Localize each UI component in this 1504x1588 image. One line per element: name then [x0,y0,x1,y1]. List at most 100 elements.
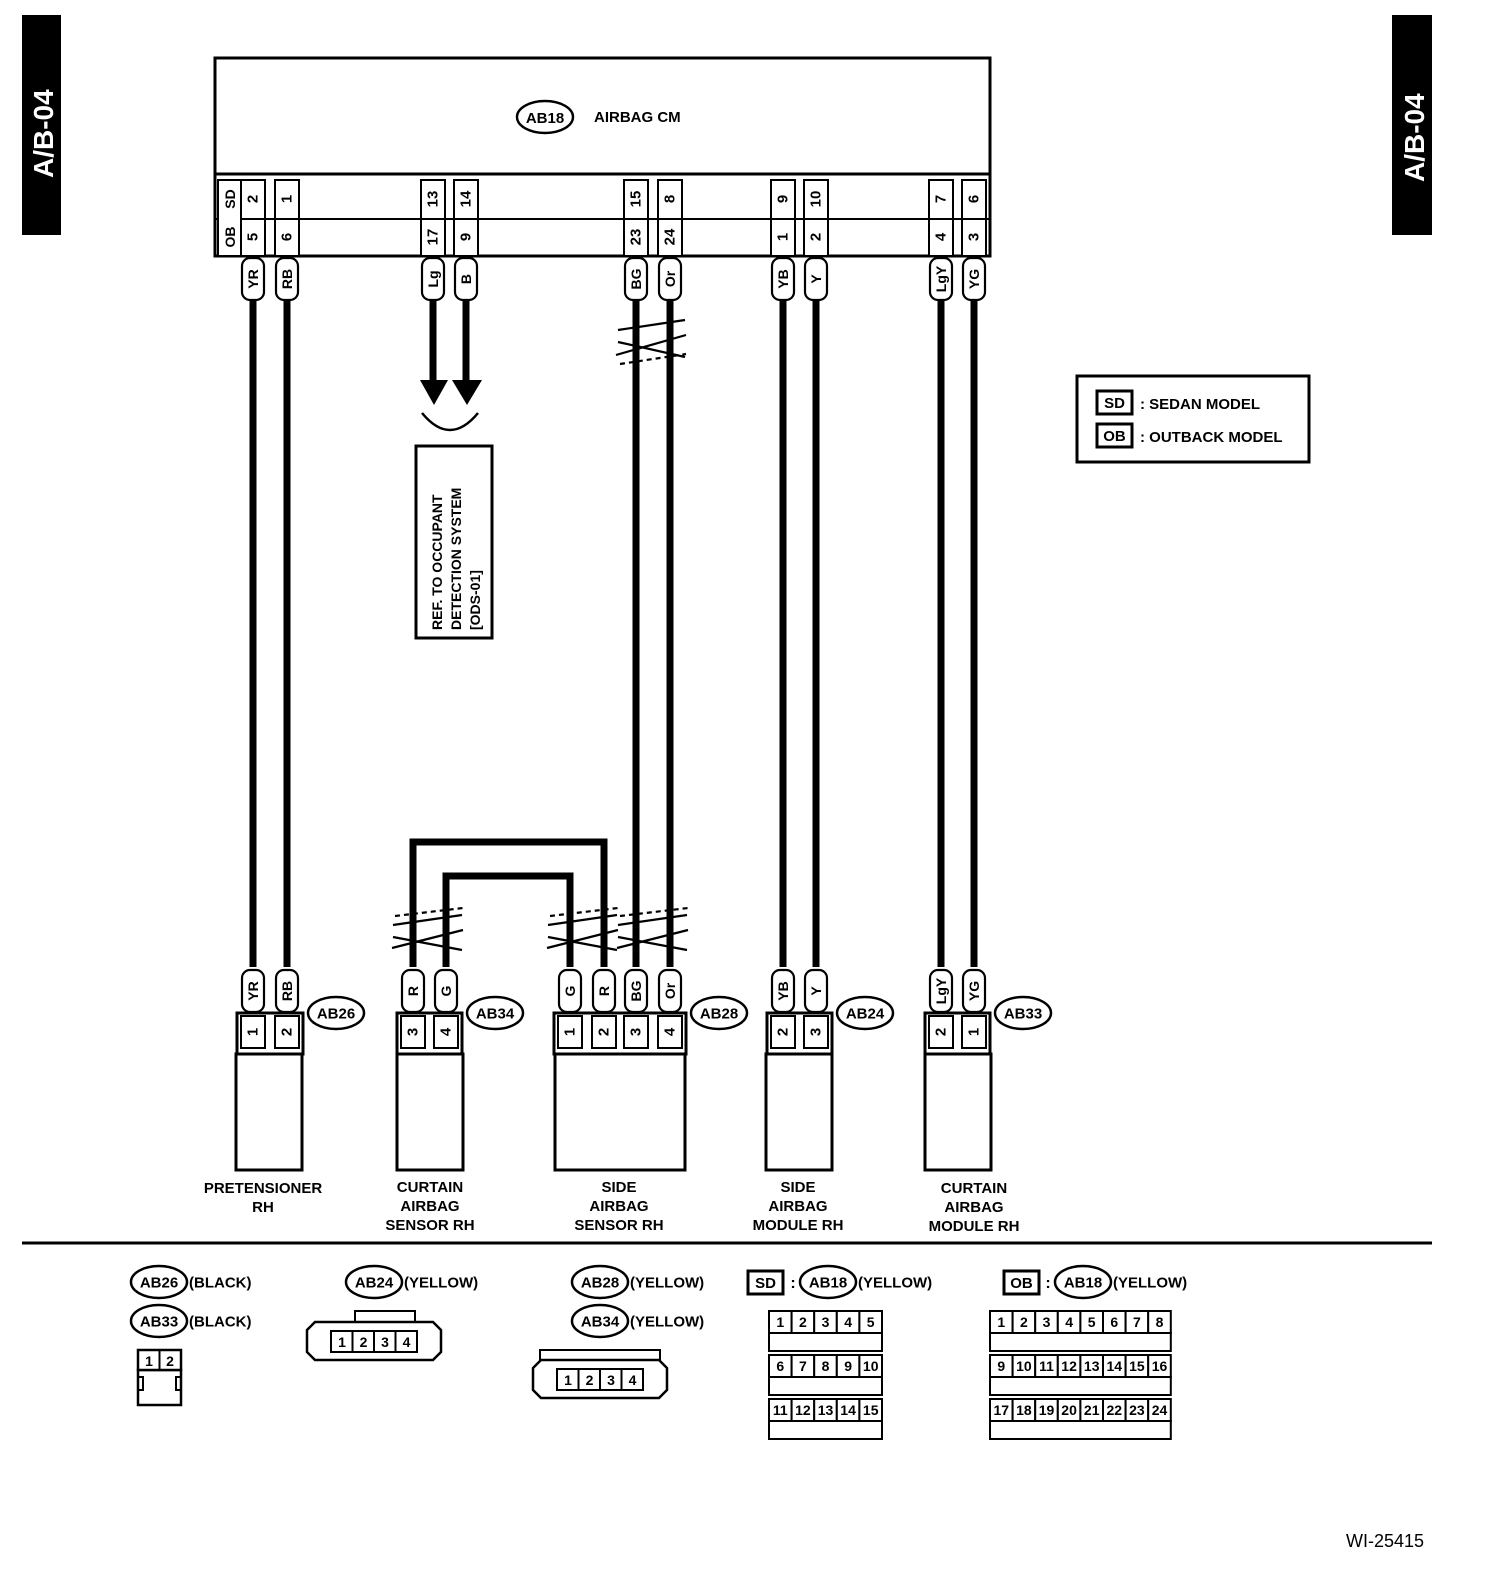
device-pin-no: 3 [808,1028,825,1036]
wire-color-B: B [458,274,474,284]
view-ob-ab18-code: AB18 [1064,1275,1102,1292]
cm-pin-ob: 17 [425,229,442,246]
device-connector-code: AB24 [846,1006,885,1023]
device-wire-color-R: R [596,986,612,996]
cm-pin-sd: 2 [245,195,262,203]
view-ob-ab18-pin: 10 [1016,1358,1032,1374]
cm-pin-sd: 15 [628,191,645,208]
view-ob-ab18-pin: 15 [1129,1358,1145,1374]
device-wire-color-LgY: LgY [933,977,949,1004]
view-sd-sep: : [790,1275,795,1292]
view-sd-tag: SD [755,1275,776,1292]
cm-pin-sd: 8 [662,195,679,203]
view-4pin-no: 2 [586,1372,594,1388]
device-body [234,1052,304,1172]
wire-color-Lg: Lg [425,270,441,287]
device-name: SENSOR RH [574,1217,663,1234]
device-name: RH [252,1199,274,1216]
device-pin-no: 2 [933,1028,950,1036]
view-ob-tag: OB [1010,1275,1033,1292]
wire-color-tag [928,256,954,302]
view-ob-ab18-pin: 13 [1084,1358,1100,1374]
device-name: AIRBAG [768,1198,827,1215]
view-4pin-no: 4 [629,1372,637,1388]
view-sd-ab18-pin: 3 [822,1314,830,1330]
view-ab26-code: AB26 [140,1275,178,1292]
device-wire-tag [961,968,987,1014]
view-4pin-no: 3 [607,1372,615,1388]
legend-box [1075,374,1311,464]
view-ab33-color: (BLACK) [189,1314,251,1331]
device-wire-color-R: R [405,986,421,996]
device-group: 1YR2RBAB26PRETENSIONERRH3R4GAB34CURTAINA… [204,968,1053,1235]
legend-tag-sd: SD [1104,395,1125,412]
device-pin-no: 1 [966,1028,983,1036]
view-ob-ab18-pin: 11 [1039,1358,1054,1374]
wire-color-tag [623,256,649,302]
view-sd-ab18-pin: 6 [776,1358,784,1374]
view-sd-ab18-pin: 5 [867,1314,875,1330]
cm-pin-ob: 6 [279,233,296,241]
cm-pin-ob: 2 [808,233,825,241]
view-ob-ab18-pin: 16 [1152,1358,1168,1374]
wire-color-tag [770,256,796,302]
cm-pin-ob: 4 [933,232,950,241]
cm-pin-sd: 10 [808,191,825,208]
view-ob-ab18-pin: 4 [1065,1314,1073,1330]
cm-pin-ob: 23 [628,229,645,246]
device-body [395,1052,465,1172]
device-wire-tag [433,968,459,1014]
device-wire-tag [928,968,954,1014]
device-name: AIRBAG [944,1199,1003,1216]
device-wire-color-YG: YG [966,981,982,1001]
device-pin-no: 2 [775,1028,792,1036]
airbag-cm-box [213,56,992,258]
cm-name: AIRBAG CM [594,109,681,126]
view-2pin-no: 1 [145,1353,153,1369]
device-pin-no: 1 [245,1028,262,1036]
device-pin-no: 4 [438,1027,455,1036]
device-connector-badge [465,995,525,1031]
view-ob-ab18-color: (YELLOW) [1113,1275,1187,1292]
device-wire-tag [557,968,583,1014]
device-wire-color-Or: Or [662,982,678,999]
device-wire-tag [400,968,426,1014]
view-ob-ab18-pin: 12 [1061,1358,1077,1374]
view-sd-ab18-pin: 10 [863,1358,879,1374]
device-connector-code: AB28 [700,1006,738,1023]
wire-color-tag [657,256,683,302]
device-wire-color-G: G [562,985,578,996]
view-sd-ab18-pin: 11 [773,1402,788,1418]
cm-pin-sd: 7 [933,195,950,203]
wire-color-tag [453,256,479,302]
view-ob-sep: : [1045,1275,1050,1292]
page-id-left: A/B-04 [28,89,59,178]
device-wire-tag [623,968,649,1014]
device-name: SIDE [780,1179,815,1196]
view-ob-ab18-badge [1053,1264,1113,1300]
device-body [553,1052,687,1172]
ref-box [414,444,494,640]
device-wire-tag [240,968,266,1014]
view-sd-ab18-pin: 14 [840,1402,856,1418]
cm-pin-sd: 14 [458,190,475,207]
view-4pin-no: 4 [403,1334,411,1350]
view-ob-ab18-pin: 14 [1107,1358,1123,1374]
device-pin-no: 4 [662,1027,679,1036]
device-pin-no: 2 [596,1028,613,1036]
device-wire-color-YR: YR [245,981,261,1000]
device-name: AIRBAG [589,1198,648,1215]
view-ab34-badge [570,1303,630,1339]
view-ob-ab18-pin: 6 [1110,1314,1118,1330]
device-wire-color-RB: RB [279,981,295,1001]
device-body [764,1052,834,1172]
wire-color-tag [961,256,987,302]
cm-pin-ob: 24 [662,228,679,245]
device-pin-no: 3 [628,1028,645,1036]
view-sd-ab18-badge [798,1264,858,1300]
cm-pin-ob: 1 [775,233,792,241]
